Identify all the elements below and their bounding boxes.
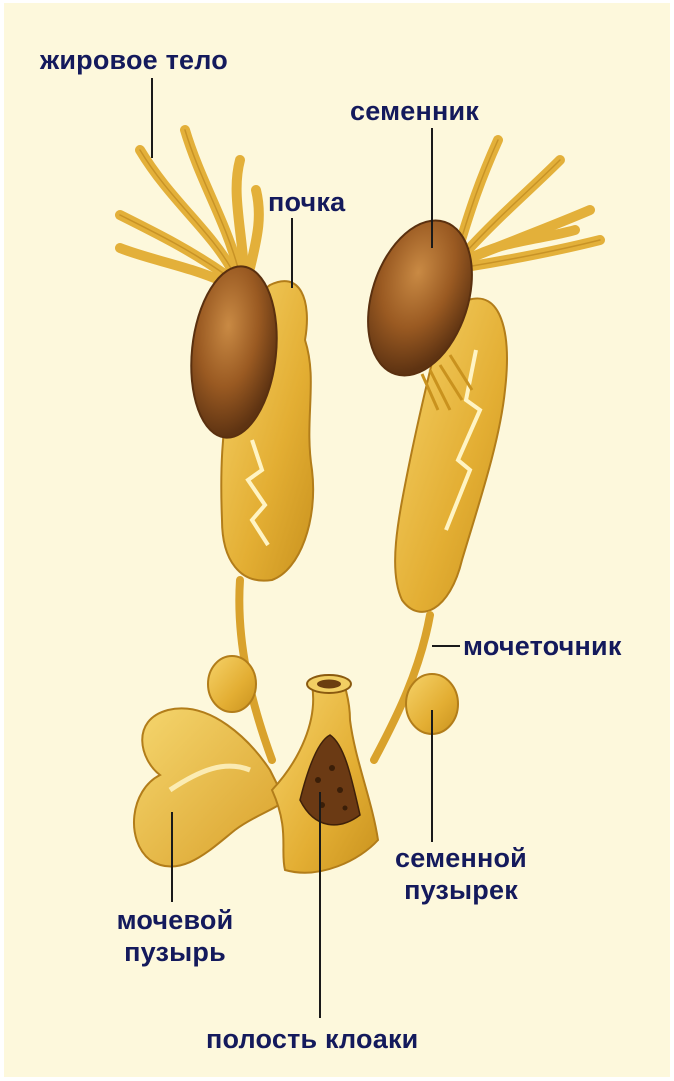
fat-body-right [458,140,600,266]
cloaca-lumen [317,680,341,689]
label-ureter: мочеточник [463,630,622,662]
label-seminal-vesicle: семенной пузырек [376,842,546,906]
label-seminal-vesicle-line2: пузырек [376,874,546,906]
label-fat-body: жировое тело [40,44,228,76]
label-kidney: почка [268,186,345,218]
seminal-vesicle-left [208,656,256,712]
label-bladder-line1: мочевой [90,904,260,936]
label-bladder: мочевой пузырь [90,904,260,968]
label-testis: семенник [350,95,479,127]
label-cloaca: полость клоаки [206,1023,418,1055]
label-seminal-vesicle-line1: семенной [376,842,546,874]
label-bladder-line2: пузырь [90,936,260,968]
